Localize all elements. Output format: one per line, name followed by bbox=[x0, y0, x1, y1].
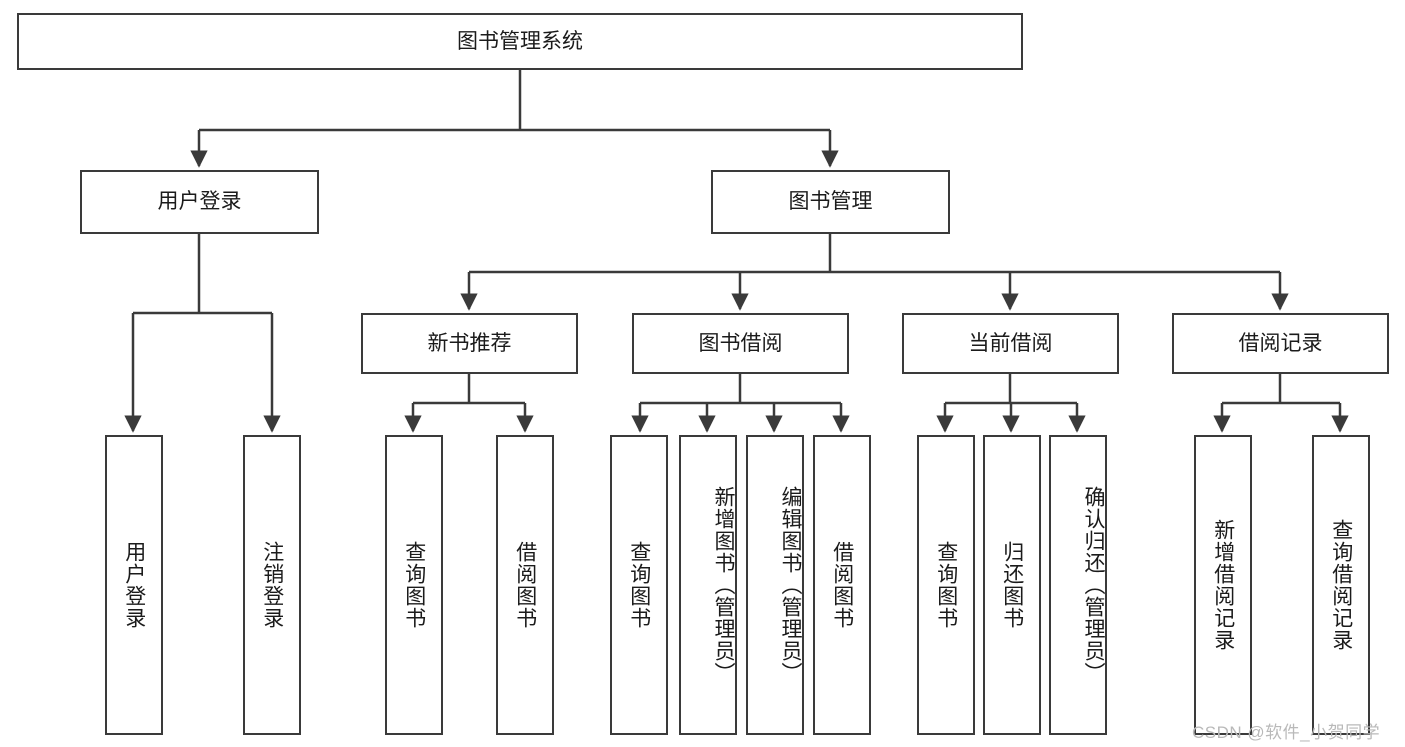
node-new-book-recommend[interactable]: 新书推荐 bbox=[361, 313, 578, 374]
node-current-borrow[interactable]: 当前借阅 bbox=[902, 313, 1119, 374]
node-leaf-query-book-b[interactable]: 查询图书 bbox=[610, 435, 668, 735]
node-user-login[interactable]: 用户登录 bbox=[80, 170, 319, 234]
node-book-borrow[interactable]: 图书借阅 bbox=[632, 313, 849, 374]
node-leaf-query-book-c[interactable]: 查询图书 bbox=[917, 435, 975, 735]
node-book-manage[interactable]: 图书管理 bbox=[711, 170, 950, 234]
node-leaf-query-record[interactable]: 查询借阅记录 bbox=[1312, 435, 1370, 735]
node-leaf-borrow-book-a[interactable]: 借阅图书 bbox=[496, 435, 554, 735]
csdn-watermark: CSDN @软件_小贺同学 bbox=[1192, 723, 1381, 742]
node-leaf-add-record[interactable]: 新增借阅记录 bbox=[1194, 435, 1252, 735]
node-leaf-confirm-return[interactable]: 确认归还（管理员） bbox=[1049, 435, 1107, 735]
node-root[interactable]: 图书管理系统 bbox=[17, 13, 1023, 70]
node-leaf-borrow-book-b[interactable]: 借阅图书 bbox=[813, 435, 871, 735]
node-borrow-record[interactable]: 借阅记录 bbox=[1172, 313, 1389, 374]
node-leaf-query-book-a[interactable]: 查询图书 bbox=[385, 435, 443, 735]
node-leaf-logout-login[interactable]: 注销登录 bbox=[243, 435, 301, 735]
node-leaf-return-book[interactable]: 归还图书 bbox=[983, 435, 1041, 735]
node-leaf-add-book[interactable]: 新增图书（管理员） bbox=[679, 435, 737, 735]
node-leaf-user-login[interactable]: 用户登录 bbox=[105, 435, 163, 735]
node-leaf-edit-book[interactable]: 编辑图书（管理员） bbox=[746, 435, 804, 735]
